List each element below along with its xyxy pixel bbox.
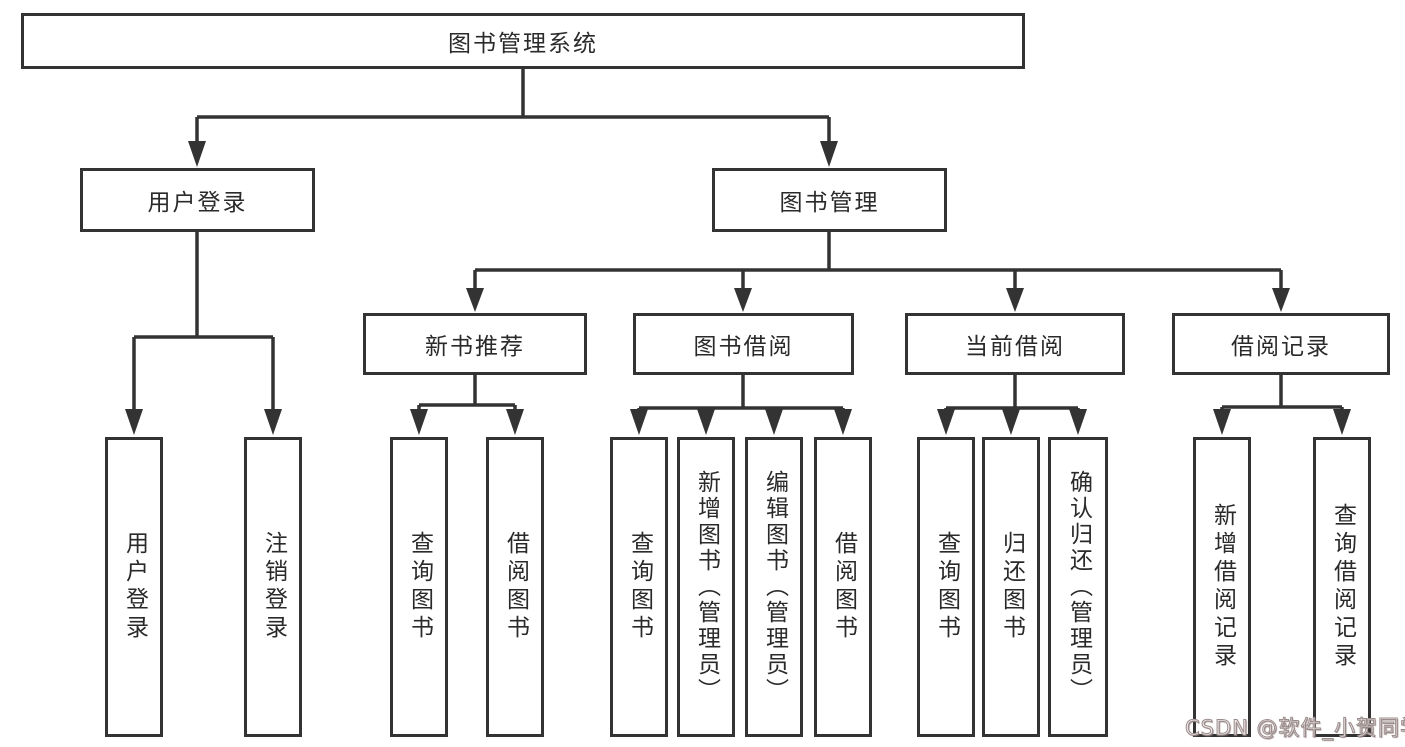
node-user-login: 用户登录 [80, 168, 315, 232]
leaf-add-book-admin-label: 新增图书（管理员） [693, 470, 720, 704]
leaf-query-books-recommend-label: 查询图书 [406, 531, 433, 643]
node-root-label: 图书管理系统 [448, 31, 598, 57]
leaf-query-borrow-record: 查询借阅记录 [1313, 437, 1371, 737]
leaf-add-borrow-record: 新增借阅记录 [1193, 437, 1251, 737]
watermark: CSDN @软件_小贺同学 [1184, 716, 1405, 741]
leaf-user-login-label: 用户登录 [121, 531, 148, 643]
leaf-confirm-return-admin-label: 确认归还（管理员） [1065, 470, 1092, 704]
leaf-query-books-current-label: 查询图书 [933, 531, 960, 643]
leaf-logout: 注销登录 [244, 437, 302, 737]
leaf-query-borrow-record-label: 查询借阅记录 [1329, 503, 1356, 671]
leaf-borrow-books-recommend: 借阅图书 [486, 437, 544, 737]
leaf-borrow-books-recommend-label: 借阅图书 [502, 531, 529, 643]
node-new-book-recommend: 新书推荐 [363, 313, 587, 375]
node-root: 图书管理系统 [21, 13, 1025, 69]
leaf-query-books-borrow-label: 查询图书 [626, 531, 653, 643]
node-current-borrow: 当前借阅 [905, 313, 1125, 375]
node-current-borrow-label: 当前借阅 [965, 334, 1065, 360]
leaf-query-books-borrow: 查询图书 [610, 437, 668, 737]
node-book-management-label: 图书管理 [779, 190, 880, 216]
leaf-return-book: 归还图书 [982, 437, 1040, 737]
leaf-add-borrow-record-label: 新增借阅记录 [1209, 503, 1236, 671]
node-user-login-label: 用户登录 [147, 190, 248, 216]
node-borrow-records-label: 借阅记录 [1231, 334, 1331, 360]
leaf-query-books-current: 查询图书 [917, 437, 975, 737]
leaf-return-book-label: 归还图书 [998, 531, 1025, 643]
leaf-user-login: 用户登录 [105, 437, 163, 737]
leaf-add-book-admin: 新增图书（管理员） [677, 437, 735, 737]
leaf-edit-book-admin: 编辑图书（管理员） [745, 437, 803, 737]
leaf-confirm-return-admin: 确认归还（管理员） [1048, 437, 1108, 737]
node-book-borrow: 图书借阅 [633, 313, 854, 375]
node-book-borrow-label: 图书借阅 [693, 334, 794, 360]
leaf-edit-book-admin-label: 编辑图书（管理员） [761, 470, 788, 704]
node-new-book-recommend-label: 新书推荐 [425, 334, 525, 360]
node-borrow-records: 借阅记录 [1172, 313, 1390, 375]
leaf-query-books-recommend: 查询图书 [390, 437, 448, 737]
leaf-logout-label: 注销登录 [260, 531, 287, 643]
leaf-borrow-books: 借阅图书 [814, 437, 872, 737]
node-book-management: 图书管理 [712, 168, 947, 232]
leaf-borrow-books-label: 借阅图书 [830, 531, 857, 643]
